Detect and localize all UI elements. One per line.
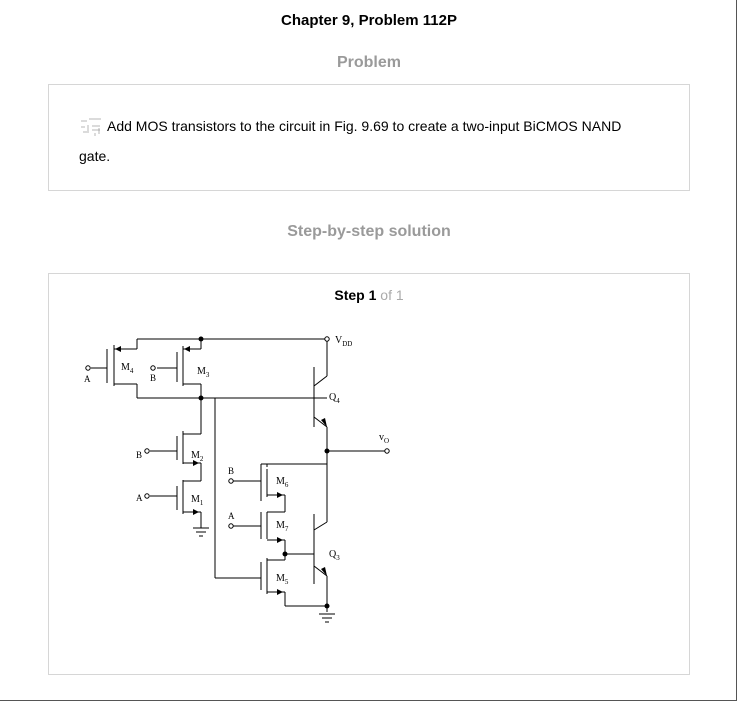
figure-reference-icon	[79, 117, 103, 144]
bicmos-nand-circuit: VDD vO M4 M3 M2 M1 M6 M7 M5 Q4 Q3 A B B …	[84, 335, 390, 623]
input-b-m3-label: B	[150, 373, 156, 383]
input-a-m4-label: A	[84, 374, 91, 384]
solution-box: Step 1 of 1	[48, 273, 690, 675]
step-total: of 1	[380, 287, 404, 303]
input-a-m7-label: A	[228, 511, 235, 521]
vo-label: vO	[379, 432, 389, 445]
m1-label: M1	[191, 494, 204, 507]
input-b-m2-label: B	[136, 450, 142, 460]
vdd-label: VDD	[335, 335, 352, 348]
step-word: Step	[334, 287, 365, 303]
solution-heading: Step-by-step solution	[287, 223, 451, 240]
problem-text: Add MOS transistors to the circuit in Fi…	[79, 118, 622, 164]
step-indicator: Step 1 of 1	[49, 287, 689, 303]
m2-label: M2	[191, 450, 204, 463]
m4-label: M4	[121, 362, 134, 375]
input-b-m6-label: B	[228, 466, 234, 476]
q4-label: Q4	[329, 392, 340, 405]
m7-label: M7	[276, 520, 289, 533]
step-number: 1	[368, 287, 377, 303]
m5-label: M5	[276, 573, 289, 586]
input-a-m1-label: A	[136, 493, 143, 503]
m6-label: M6	[276, 476, 289, 489]
problem-box: Add MOS transistors to the circuit in Fi…	[48, 84, 690, 191]
m3-label: M3	[197, 366, 210, 379]
problem-statement: Add MOS transistors to the circuit in Fi…	[79, 114, 639, 168]
problem-heading: Problem	[336, 54, 401, 71]
page-title: Chapter 9, Problem 112P	[281, 12, 457, 29]
q3-label: Q3	[329, 549, 340, 562]
